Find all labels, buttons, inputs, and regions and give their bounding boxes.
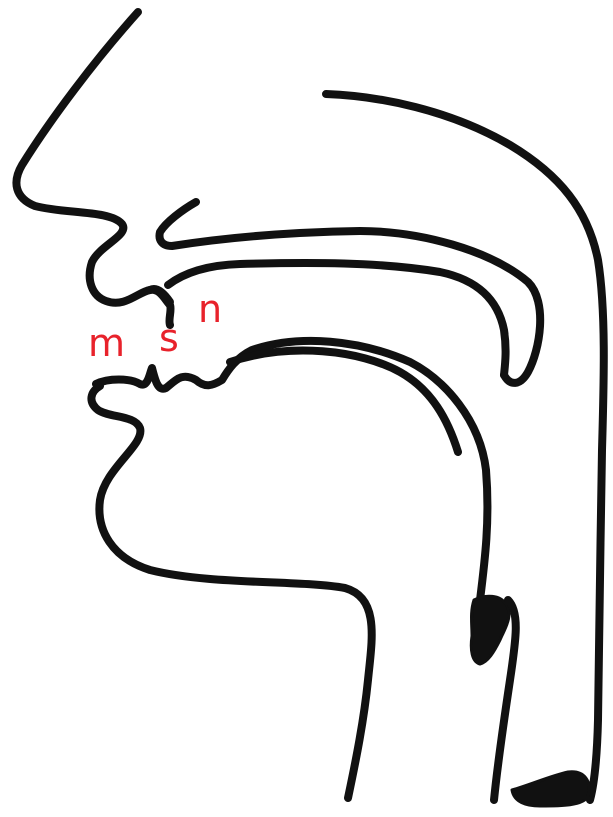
alveolar-ridge-outline [150, 289, 170, 302]
tongue-outline [96, 341, 487, 600]
label-s: s [159, 316, 179, 360]
label-n: n [198, 287, 222, 331]
chin-and-throat-outline [91, 386, 371, 798]
vocal-folds-shape [471, 596, 509, 664]
esophagus-bottom-shape [512, 772, 589, 806]
face-profile-outline [16, 12, 170, 325]
label-m: m [88, 321, 125, 365]
